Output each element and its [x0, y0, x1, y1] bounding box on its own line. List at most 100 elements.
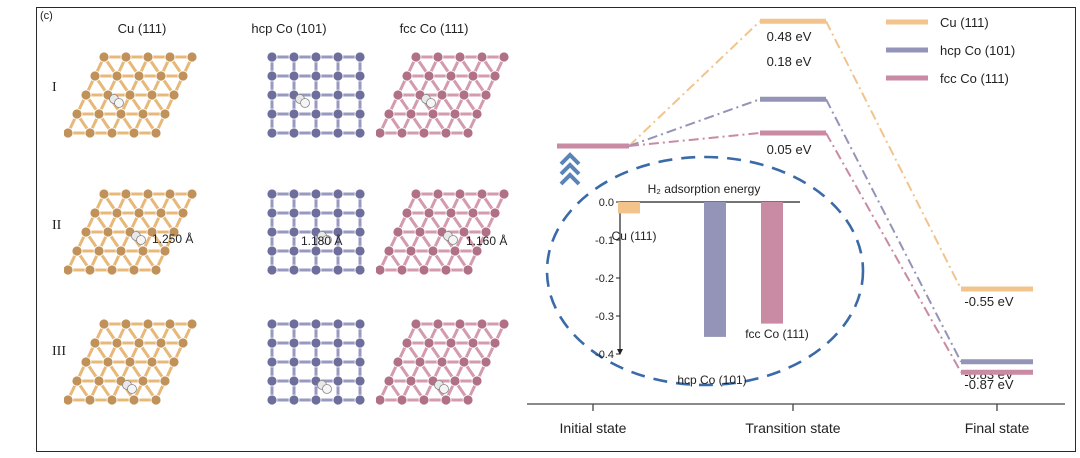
atom: [128, 127, 140, 139]
inset-bar: [704, 202, 726, 337]
atom: [354, 51, 366, 63]
atom: [128, 264, 140, 276]
atom: [427, 245, 439, 257]
atom: [177, 70, 189, 82]
atom: [128, 394, 140, 406]
energy-label: -0.87 eV: [964, 377, 1013, 392]
atom: [115, 245, 127, 257]
atom: [288, 337, 300, 349]
atom: [462, 127, 474, 139]
inset-y-tick-label: -0.1: [595, 235, 614, 247]
row-label-3: III: [52, 344, 66, 359]
atom: [354, 108, 366, 120]
connector-2: [825, 98, 962, 363]
atom: [111, 207, 123, 219]
atom: [266, 337, 278, 349]
atom: [498, 188, 510, 200]
atom: [106, 127, 118, 139]
atom: [354, 318, 366, 330]
atom: [150, 264, 162, 276]
atom: [449, 375, 461, 387]
atom: [288, 264, 300, 276]
atom: [310, 188, 322, 200]
atom: [155, 70, 167, 82]
energy-label: 0.48 eV: [767, 29, 812, 44]
atom: [462, 264, 474, 276]
atom: [396, 394, 408, 406]
lattice-3-2: [266, 318, 366, 406]
atom: [354, 394, 366, 406]
legend-label: fcc Co (111): [940, 71, 1009, 86]
atom: [354, 70, 366, 82]
atom: [310, 356, 322, 368]
atom: [142, 51, 154, 63]
atom: [354, 226, 366, 238]
atom: [115, 108, 127, 120]
atom: [64, 394, 74, 406]
atom: [396, 127, 408, 139]
atom: [376, 394, 386, 406]
atom: [93, 108, 105, 120]
atom: [142, 318, 154, 330]
atom: [146, 356, 158, 368]
inset-title: H₂ adsorption energy: [648, 182, 761, 196]
inset-bar-label: Cu (111): [612, 229, 657, 243]
atom: [106, 394, 118, 406]
atom: [111, 70, 123, 82]
atom: [440, 264, 452, 276]
atom: [310, 318, 322, 330]
atom: [71, 375, 83, 387]
atom: [137, 108, 149, 120]
atom: [332, 207, 344, 219]
atom: [471, 375, 483, 387]
hydrogen-atom: [136, 235, 146, 245]
atom: [354, 356, 366, 368]
hydrogen-atom: [322, 235, 332, 245]
inset-y-tick-label: 0.0: [599, 197, 614, 209]
atom: [396, 264, 408, 276]
atom: [471, 245, 483, 257]
hydrogen-atom: [127, 384, 137, 394]
inset-y-tick-label: -0.2: [595, 273, 614, 285]
atom: [71, 245, 83, 257]
atom: [480, 226, 492, 238]
atom: [405, 375, 417, 387]
energy-label: 0.05 eV: [767, 142, 812, 157]
atom: [440, 394, 452, 406]
atom: [146, 89, 158, 101]
atom: [80, 89, 92, 101]
atom: [480, 356, 492, 368]
atom: [142, 188, 154, 200]
atom: [84, 127, 96, 139]
inset-y-tick-label: -0.3: [595, 311, 614, 323]
atom: [454, 318, 466, 330]
atom: [332, 394, 344, 406]
atom: [186, 188, 198, 200]
atom: [476, 318, 488, 330]
atom: [84, 394, 96, 406]
atom: [146, 226, 158, 238]
atom: [489, 70, 501, 82]
atom: [150, 394, 162, 406]
atom: [332, 337, 344, 349]
atom: [98, 51, 110, 63]
atom: [418, 264, 430, 276]
atom: [476, 188, 488, 200]
atom: [120, 318, 132, 330]
atom: [310, 245, 322, 257]
lattice-3-1: [64, 318, 198, 406]
bond-length-cu: 1.250 Å: [152, 232, 194, 246]
atom: [354, 337, 366, 349]
connector-2: [628, 98, 761, 147]
atom: [168, 356, 180, 368]
x-tick-label: Transition state: [745, 420, 840, 436]
atom: [489, 207, 501, 219]
hydrogen-atom: [114, 98, 124, 108]
inset-bar: [618, 202, 640, 214]
atom: [266, 89, 278, 101]
atom: [332, 356, 344, 368]
atom: [310, 264, 322, 276]
atom: [137, 245, 149, 257]
atom: [288, 245, 300, 257]
